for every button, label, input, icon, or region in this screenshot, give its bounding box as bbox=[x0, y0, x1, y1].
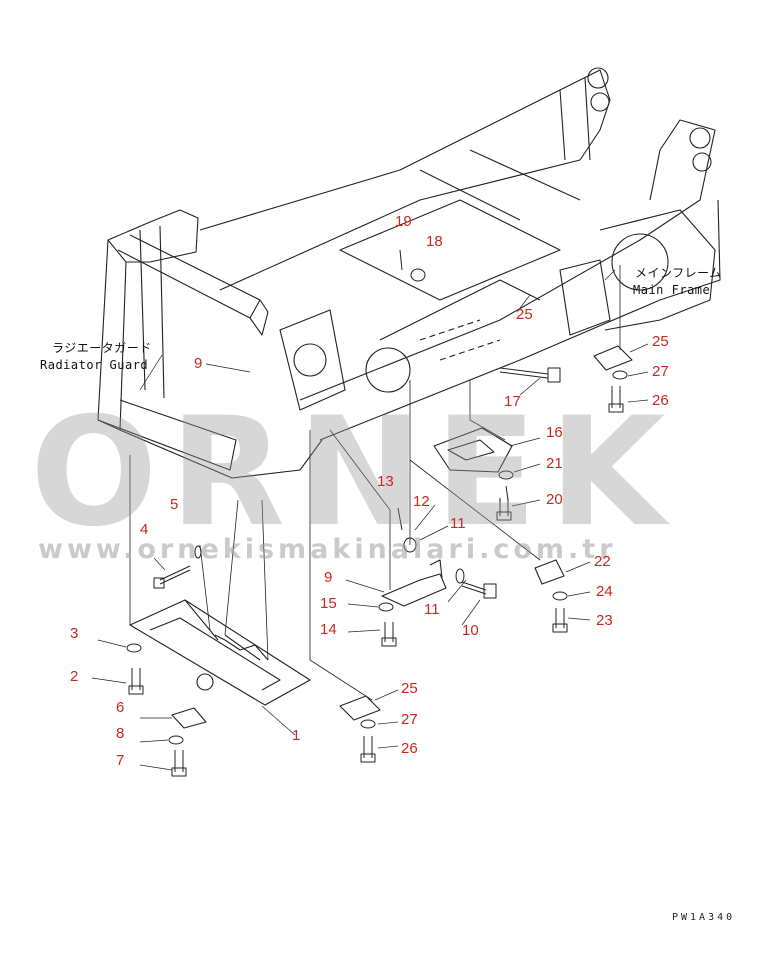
callout-18: 18 bbox=[426, 233, 443, 250]
callout-26-right: 26 bbox=[652, 392, 669, 409]
callout-13: 13 bbox=[377, 473, 394, 490]
callout-22: 22 bbox=[594, 553, 611, 570]
callout-6: 6 bbox=[116, 699, 125, 716]
watermark-url: www.ornekismakinalari.com.tr bbox=[38, 534, 617, 565]
radiator-guard-label-jp: ラジエータガード bbox=[52, 341, 152, 355]
callout-27-left: 27 bbox=[401, 711, 418, 728]
callout-10: 10 bbox=[462, 622, 479, 639]
figure-code: PW1A340 bbox=[672, 912, 736, 923]
callout-5: 5 bbox=[170, 496, 179, 513]
callout-21: 21 bbox=[546, 455, 563, 472]
callout-14: 14 bbox=[320, 621, 337, 638]
callout-2: 2 bbox=[70, 668, 79, 685]
callout-25-right: 25 bbox=[652, 333, 669, 350]
callout-9: 9 bbox=[194, 355, 203, 372]
callout-20: 20 bbox=[546, 491, 563, 508]
callout-23: 23 bbox=[596, 612, 613, 629]
callout-25: 25 bbox=[516, 306, 533, 323]
main-frame-label-en: Main Frame bbox=[633, 283, 711, 297]
callout-26-left: 26 bbox=[401, 740, 418, 757]
callout-11-lower: 11 bbox=[424, 601, 440, 618]
callout-11: 11 bbox=[450, 515, 466, 532]
callout-17: 17 bbox=[504, 393, 521, 410]
callout-27-right: 27 bbox=[652, 363, 669, 380]
radiator-guard-label-en: Radiator Guard bbox=[40, 358, 149, 372]
callout-8: 8 bbox=[116, 725, 125, 742]
watermark-brand: ORNEK bbox=[30, 386, 678, 560]
callout-15: 15 bbox=[320, 595, 337, 612]
callout-24: 24 bbox=[596, 583, 613, 600]
callout-7: 7 bbox=[116, 752, 125, 769]
callout-12: 12 bbox=[413, 493, 430, 510]
callout-4: 4 bbox=[140, 521, 149, 538]
main-frame-label-jp: メインフレーム bbox=[635, 266, 722, 280]
callout-3: 3 bbox=[70, 625, 79, 642]
callout-1: 1 bbox=[292, 727, 301, 744]
callout-9-lower: 9 bbox=[324, 569, 333, 586]
callout-25-left: 25 bbox=[401, 680, 418, 697]
callout-16: 16 bbox=[546, 424, 563, 441]
callout-19: 19 bbox=[395, 213, 412, 230]
